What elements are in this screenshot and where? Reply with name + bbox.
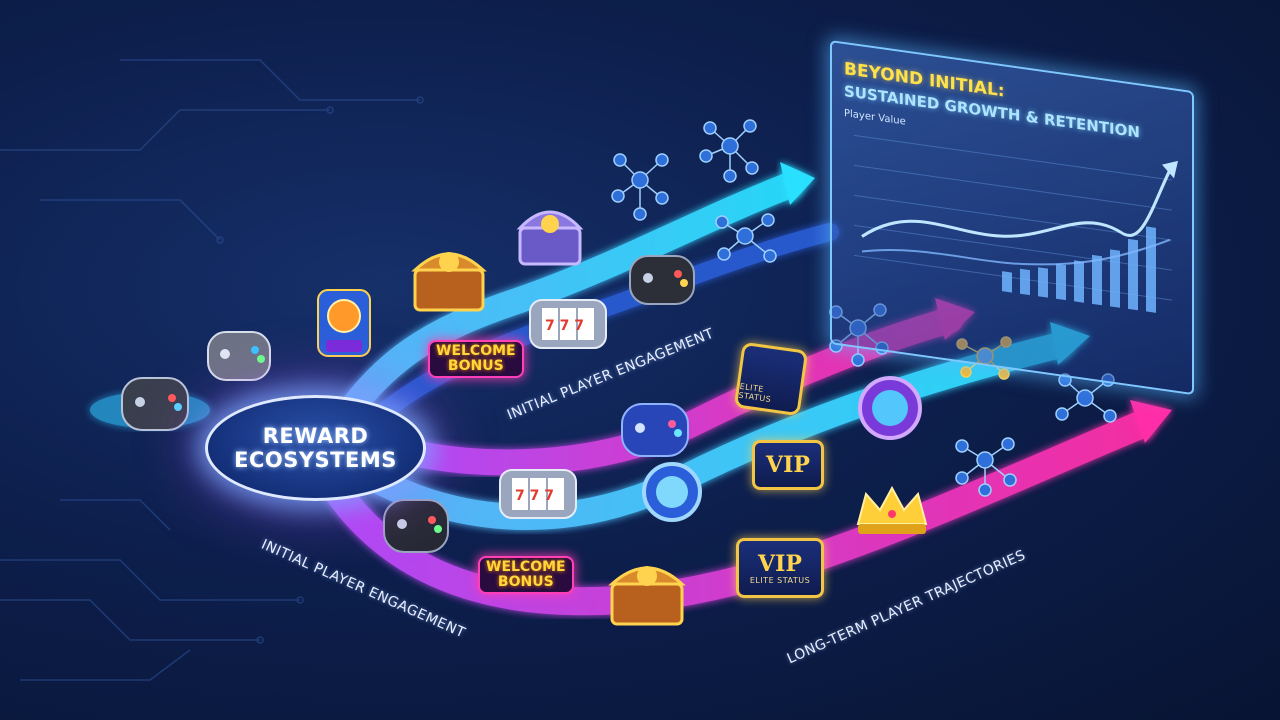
treasure-chest-icon xyxy=(411,252,487,312)
crown-icon xyxy=(856,485,928,534)
welcome-bonus-line1: WELCOME xyxy=(486,559,566,575)
welcome-bonus-line2: BONUS xyxy=(497,574,554,590)
vip-label: VIP xyxy=(766,452,810,478)
hub-line1: REWARD xyxy=(262,424,369,448)
welcome-bonus-line2: BONUS xyxy=(447,358,504,374)
chart-bars xyxy=(1002,226,1156,313)
network-icon xyxy=(699,119,759,183)
chart-bar xyxy=(1092,254,1102,306)
chart-line-upper xyxy=(861,168,1172,238)
chart-bar xyxy=(1128,238,1138,311)
reward-ecosystems-hub: REWARD ECOSYSTEMS xyxy=(205,395,426,501)
chart-bar xyxy=(1146,226,1156,313)
circuit-lines xyxy=(0,59,424,681)
gamepad-icon xyxy=(383,499,449,553)
gamepad-icon xyxy=(207,331,271,381)
chart-bar xyxy=(1020,268,1030,296)
treasure-chest-icon xyxy=(608,566,686,626)
vip-elite-badge: VIP ELITE STATUS xyxy=(736,538,824,598)
chart-bar xyxy=(1038,267,1048,298)
slot-machine-icon: 7 7 7 xyxy=(529,299,607,349)
welcome-bonus-line1: WELCOME xyxy=(436,343,516,359)
svg-text:7 7 7: 7 7 7 xyxy=(515,488,554,504)
chart-bar xyxy=(1110,249,1120,308)
welcome-bonus-badge: WELCOME BONUS xyxy=(428,340,524,378)
elite-status-medal-badge: ELITE STATUS xyxy=(733,341,809,417)
network-icon xyxy=(611,153,669,221)
vip-label: VIP xyxy=(758,550,802,577)
slot-machine-icon xyxy=(317,289,371,357)
hub-line2: ECOSYSTEMS xyxy=(234,448,397,472)
network-icon xyxy=(715,213,777,263)
growth-chart xyxy=(854,134,1178,313)
chart-bar xyxy=(1056,263,1066,301)
welcome-bonus-badge: WELCOME BONUS xyxy=(478,556,574,594)
svg-text:7 7 7: 7 7 7 xyxy=(545,318,584,334)
chart-bar xyxy=(1074,260,1084,303)
arrow-cyan-upper xyxy=(780,162,815,205)
arrow-magenta-lower xyxy=(1130,400,1172,443)
elite-status-label: ELITE STATUS xyxy=(749,575,811,585)
network-icon xyxy=(955,437,1017,497)
vip-badge-icon: VIP xyxy=(752,440,824,490)
elite-status-label: ELITE STATUS xyxy=(737,381,772,405)
path-cyan-upper xyxy=(317,172,803,453)
gamepad-icon xyxy=(629,255,695,305)
treasure-chest-icon xyxy=(516,210,584,266)
gamepad-icon xyxy=(621,403,689,457)
growth-chart-panel: BEYOND INITIAL: SUSTAINED GROWTH & RETEN… xyxy=(830,40,1194,396)
chart-arrow xyxy=(1162,160,1178,179)
slot-machine-icon: 7 7 7 xyxy=(499,469,577,519)
chart-line-lower xyxy=(861,238,1171,266)
chart-bar xyxy=(1002,271,1012,293)
gamepad-icon xyxy=(121,377,189,431)
medal-icon xyxy=(858,376,922,440)
medal-icon xyxy=(642,462,702,522)
